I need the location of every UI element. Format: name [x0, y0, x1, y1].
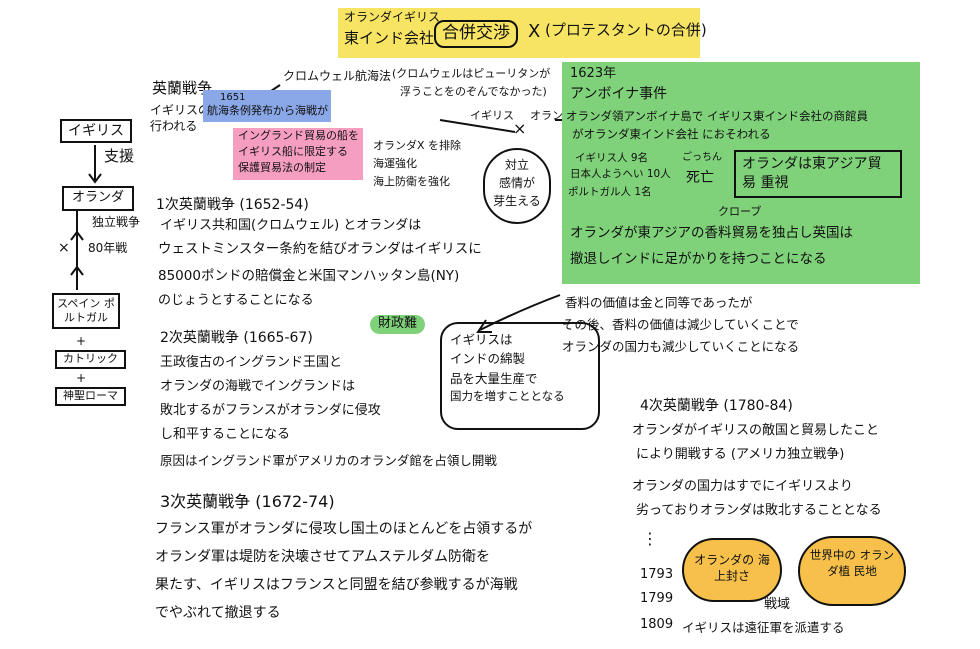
- plus-1: +: [76, 334, 87, 348]
- second-war-line1: 王政復古のイングランド王国と: [160, 355, 343, 370]
- india-line1: イギリスは: [450, 332, 513, 347]
- dutch-exclude-3: 海上防衛を強化: [373, 175, 450, 188]
- header-note: (プロテスタントの合併): [545, 21, 707, 39]
- pink-line-2: イギリス船に限定する: [238, 145, 348, 158]
- amboyna-title: アンボイナ事件: [570, 86, 668, 102]
- victims-1: イギリス人 9名: [575, 152, 649, 164]
- dutch-exclude-2: 海運強化: [373, 157, 417, 170]
- conflict-line-2: 感情が: [498, 176, 535, 190]
- india-line4: 国力を増すこととなる: [450, 389, 565, 404]
- anglo-dutch-title: 英蘭戦争: [152, 79, 213, 97]
- cromwell-act: クロムウェル航海法: [283, 69, 392, 83]
- colonies-circle: 世界中の オランダ植 民地: [798, 536, 906, 606]
- cromwell-note-1: (クロムウェルはピューリタンが: [392, 67, 551, 80]
- header-banner: [338, 8, 700, 58]
- battle-area-label: 戦域: [764, 597, 791, 612]
- first-war-line1: イギリス共和国(クロムウェル) とオランダは: [160, 218, 422, 233]
- second-war-line4: し和平することになる: [160, 427, 291, 442]
- spain-portugal-box: スペイン ポルトガル: [52, 293, 120, 329]
- asia-trade-box: オランダは東アジア貿易 重視: [734, 150, 902, 198]
- fourth-war-dots: ⋮: [642, 529, 658, 548]
- netherlands-box: オランダ: [62, 186, 135, 211]
- first-war-title: 1次英蘭戦争 (1652-54): [156, 197, 309, 213]
- gotcha-label: ごっちん: [682, 152, 722, 163]
- cromwell-note-2: 浮うことをのぞんでなかった): [400, 85, 547, 98]
- india-line3: 品を大量生産で: [450, 370, 538, 386]
- eighty-years-war-label: 80年戦: [88, 241, 128, 255]
- hre-box: 神聖ローマ: [55, 387, 126, 406]
- spice-line2: その後、香料の価値は減少していくことで: [562, 317, 799, 332]
- third-war-line4: でやぶれて撤退する: [155, 605, 281, 621]
- fourth-war-line3: オランダの国力はすでにイギリスより: [632, 479, 853, 494]
- third-war-title: 3次英蘭戦争 (1672-74): [160, 492, 335, 511]
- spice-line3: オランダの国力も減少していくことになる: [562, 339, 800, 354]
- year-1799: 1799: [640, 591, 674, 606]
- colonies-label: 世界中の オランダ植 民地: [809, 548, 895, 578]
- asia-trade-label: オランダは東アジア貿易 重視: [742, 156, 882, 191]
- conflict-circle: 対立 感情が 芽生える: [483, 148, 551, 224]
- independence-war-label: 独立戦争: [92, 215, 141, 229]
- header-mark: X: [528, 21, 541, 42]
- anglo-dutch-line2: 行われる: [150, 119, 198, 133]
- header-boxed: 合併交渉: [434, 20, 518, 48]
- navigation-act-highlight: [203, 90, 331, 122]
- fourth-war-line2: により開戦する (アメリカ独立戦争): [636, 447, 845, 462]
- dutch-exclude-1: オランダX を排除: [373, 139, 462, 152]
- amboyna-line1: オランダ領アンボイナ島で イギリス東インド会社の商館員: [566, 109, 868, 123]
- blockade-label: オランダの 海上封さ: [694, 553, 770, 584]
- anglo-dutch-line1: イギリスの: [150, 103, 211, 117]
- amboyna-line2: がオランダ東インド会社 におそわれる: [572, 127, 771, 141]
- plus-2: +: [76, 371, 87, 385]
- pink-line-1: イングランド貿易の船を: [238, 129, 359, 142]
- pink-line-3: 保護貿易法の制定: [238, 161, 326, 174]
- navigation-act-name: 航海条例発布から海戦が: [207, 104, 328, 117]
- expedition-line: イギリスは遠征軍を派遣する: [682, 620, 845, 635]
- second-war-line2: オランダの海戦でイングランドは: [160, 379, 356, 394]
- x-mark-conflict: ×: [513, 119, 527, 138]
- conflict-line-3: 芽生える: [493, 194, 541, 208]
- death-label: 死亡: [686, 170, 714, 186]
- navigation-act-year: 1651: [220, 92, 246, 103]
- india-box: イギリスは インドの綿製 品を大量生産で 国力を増すこととなる: [440, 322, 600, 430]
- spain-portugal-label: スペイン ポルトガル: [57, 297, 115, 324]
- header-line2: 東インド会社: [344, 29, 435, 47]
- fourth-war-title: 4次英蘭戦争 (1780-84): [640, 398, 793, 414]
- victims-3: ポルトガル人 1名: [568, 186, 652, 198]
- third-war-line3: 果たす、イギリスはフランスと同盟を結び参戦するが海戦: [155, 577, 518, 593]
- first-war-line3: 85000ポンドの賠償金と米国マンハッタン島(NY): [158, 268, 460, 284]
- third-war-line2: オランダ軍は堤防を決壊させてアムステルダム防衛を: [155, 549, 491, 565]
- year-1809: 1809: [640, 617, 674, 632]
- monopoly-line2: 撤退しインドに足がかりを持つことになる: [570, 251, 827, 267]
- amboyna-year: 1623年: [570, 66, 617, 81]
- header-line1: オランダイギリス: [344, 10, 441, 24]
- monopoly-line1: オランダが東アジアの香料貿易を独占し英国は: [570, 225, 853, 241]
- first-war-line4: のじょうとすることになる: [158, 293, 314, 308]
- clove-label: クローブ: [718, 205, 762, 218]
- england-box: イギリス: [60, 119, 132, 144]
- third-war-line1: フランス軍がオランダに侵攻し国土のほとんどを占領するが: [155, 521, 533, 537]
- support-label: 支援: [104, 147, 135, 165]
- spice-line1: 香料の価値は金と同等であったが: [565, 295, 753, 310]
- second-war-line3: 敗北するがフランスがオランダに侵攻: [160, 403, 381, 418]
- second-war-title: 2次英蘭戦争 (1665-67): [160, 330, 313, 346]
- victims-2: 日本人ようへい 10人: [570, 168, 671, 180]
- igirisu-small: イギリス: [470, 109, 514, 122]
- fiscal-badge: 財政難: [370, 315, 426, 334]
- catholic-box: カトリック: [55, 350, 126, 369]
- blockade-circle: オランダの 海上封さ: [682, 538, 782, 602]
- fourth-war-line4: 劣っておりオランダは敗北することとなる: [636, 503, 882, 518]
- fourth-war-line1: オランダがイギリスの敵国と貿易したこと: [632, 423, 880, 438]
- india-line2: インドの綿製: [450, 351, 526, 367]
- year-1793: 1793: [640, 567, 674, 582]
- second-war-line5: 原因はイングランド軍がアメリカのオランダ館を占領し開戦: [160, 453, 497, 468]
- first-war-line2: ウェストミンスター条約を結びオランダはイギリスに: [158, 241, 482, 257]
- protection-law-highlight: [233, 128, 363, 180]
- conflict-line-1: 対立: [504, 158, 529, 172]
- amboyna-panel: [562, 62, 920, 284]
- x-mark-left: ×: [58, 240, 70, 256]
